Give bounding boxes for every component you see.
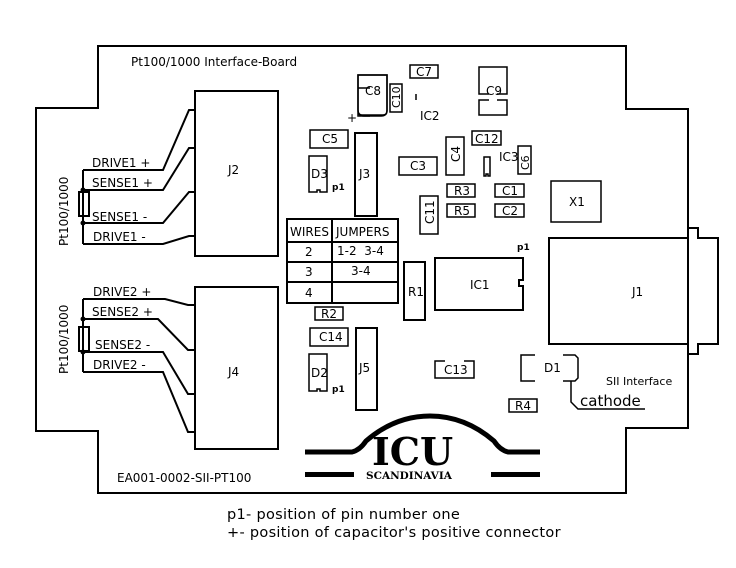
board-title: Pt100/1000 Interface-Board — [131, 55, 297, 69]
capacitor-c6 — [517, 145, 532, 175]
sii-interface-label: SII Interface — [606, 375, 672, 388]
capacitor-c4-label: C4 — [449, 146, 463, 162]
ic1-package — [434, 257, 524, 311]
sensor1-side-label: Pt100/1000 — [57, 177, 71, 246]
connector-j1-label: J1 — [631, 285, 643, 299]
diode-d1-label: D1 — [544, 361, 561, 375]
jumper-table-row2-wires: 3 — [305, 265, 313, 279]
capacitor-c4 — [445, 136, 465, 176]
capacitor-c7 — [409, 64, 439, 79]
capacitor-c9-label: C9 — [486, 84, 502, 98]
capacitor-c14-label: C14 — [319, 330, 343, 344]
d3-pin1-marker: p1 — [332, 183, 345, 193]
resistor-r4 — [508, 398, 538, 413]
resistor-r4-label: R4 — [515, 399, 531, 413]
resistor-r3 — [446, 183, 476, 198]
ic3-package — [483, 156, 491, 177]
jumper-table-row3-wires: 4 — [305, 286, 313, 300]
connector-j5 — [355, 327, 378, 411]
capacitor-c7-label: C7 — [416, 65, 432, 79]
board-outline — [35, 45, 689, 494]
capacitor-c12-label: C12 — [475, 132, 499, 146]
connector-j4 — [194, 286, 279, 450]
ic2-label: IC2 — [420, 109, 440, 123]
logo-name: ICU — [372, 429, 453, 474]
capacitor-c11 — [419, 195, 439, 235]
connector-j2-label: J2 — [227, 163, 239, 177]
c8-plus-marker: + — [347, 111, 357, 125]
capacitor-c1-label: C1 — [502, 184, 518, 198]
jumper-table-row2-jumpers: 3-4 — [351, 264, 371, 278]
diode-d2-label: D2 — [311, 366, 328, 380]
capacitor-c13-label: C13 — [444, 363, 468, 377]
cathode-label: cathode — [580, 392, 641, 410]
jumper-table-row1-jumpers: 1-2 3-4 — [337, 244, 384, 258]
jumper-table-header-jumpers: JUMPERS — [335, 225, 389, 239]
diode-d3 — [308, 155, 328, 193]
capacitor-c10 — [389, 83, 403, 113]
logo-subtitle: SCANDINAVIA — [366, 470, 453, 482]
capacitor-c2-label: C2 — [502, 204, 518, 218]
resistor-r2-label: R2 — [321, 307, 337, 321]
d2-pin1-marker: p1 — [332, 385, 345, 395]
resistor-r1 — [403, 261, 426, 321]
jumper-table-row1-wires: 2 — [305, 245, 313, 259]
capacitor-c11-label: C11 — [423, 200, 437, 224]
cathode-leader-line — [570, 381, 645, 410]
capacitor-c6-label: C6 — [519, 155, 532, 170]
capacitor-c3-label: C3 — [410, 159, 426, 173]
wire-label-drive2-minus: DRIVE2 - — [93, 358, 146, 372]
connector-j1 — [548, 237, 689, 345]
capacitor-c5 — [309, 129, 349, 149]
sensor1-wiring — [78, 109, 195, 245]
wire-label-sense1-minus: SENSE1 - — [92, 210, 147, 224]
wire-label-drive1-plus: DRIVE1 + — [92, 156, 150, 170]
capacitor-c12 — [471, 130, 502, 146]
capacitor-c9 — [478, 66, 508, 116]
capacitor-c3 — [398, 156, 438, 176]
crystal-x1 — [550, 180, 602, 223]
diode-d1 — [520, 354, 579, 382]
capacitor-c5-label: C5 — [322, 132, 338, 146]
ic1-pin1-marker: p1 — [517, 243, 530, 253]
resistor-r3-label: R3 — [454, 184, 470, 198]
resistor-r2 — [314, 306, 344, 321]
jumper-table-header-wires: WIRES — [290, 225, 329, 239]
ic3-label: IC3 — [499, 150, 519, 164]
resistor-r1-label: R1 — [408, 285, 424, 299]
connector-j3 — [354, 132, 378, 217]
wire-label-drive2-plus: DRIVE2 + — [93, 285, 151, 299]
connector-j2 — [194, 90, 279, 257]
resistor-r5-label: R5 — [454, 204, 470, 218]
icu-scandinavia-logo: ICU SCANDINAVIA — [305, 413, 540, 482]
jumper-table — [286, 218, 399, 304]
sensor2-side-label: Pt100/1000 — [57, 305, 71, 374]
capacitor-c14 — [309, 327, 349, 347]
connector-j5-label: J5 — [358, 361, 370, 375]
wire-label-sense2-plus: SENSE2 + — [92, 305, 153, 319]
part-number: EA001-0002-SII-PT100 — [117, 471, 251, 485]
legend-plus-note: +- position of capacitor's positive conn… — [227, 525, 561, 541]
legend-pin1-note: p1- position of pin number one — [227, 507, 460, 523]
diode-d3-label: D3 — [311, 167, 328, 181]
connector-j4-label: J4 — [227, 365, 239, 379]
capacitor-c8-label: C8 — [365, 84, 381, 98]
capacitor-c13 — [434, 360, 475, 379]
crystal-x1-label: X1 — [569, 195, 585, 209]
wire-label-drive1-minus: DRIVE1 - — [93, 230, 146, 244]
capacitor-c10-label: C10 — [390, 86, 403, 108]
capacitor-c2 — [494, 203, 525, 218]
diode-d2 — [308, 353, 328, 392]
connector-j3-label: J3 — [358, 167, 370, 181]
resistor-r5 — [446, 203, 476, 218]
wire-label-sense1-plus: SENSE1 + — [92, 176, 153, 190]
sensor2-wiring — [78, 298, 195, 433]
connector-j1-flange — [688, 227, 719, 355]
capacitor-c1 — [494, 183, 525, 198]
wire-label-sense2-minus: SENSE2 - — [95, 338, 150, 352]
ic1-label: IC1 — [470, 278, 490, 292]
